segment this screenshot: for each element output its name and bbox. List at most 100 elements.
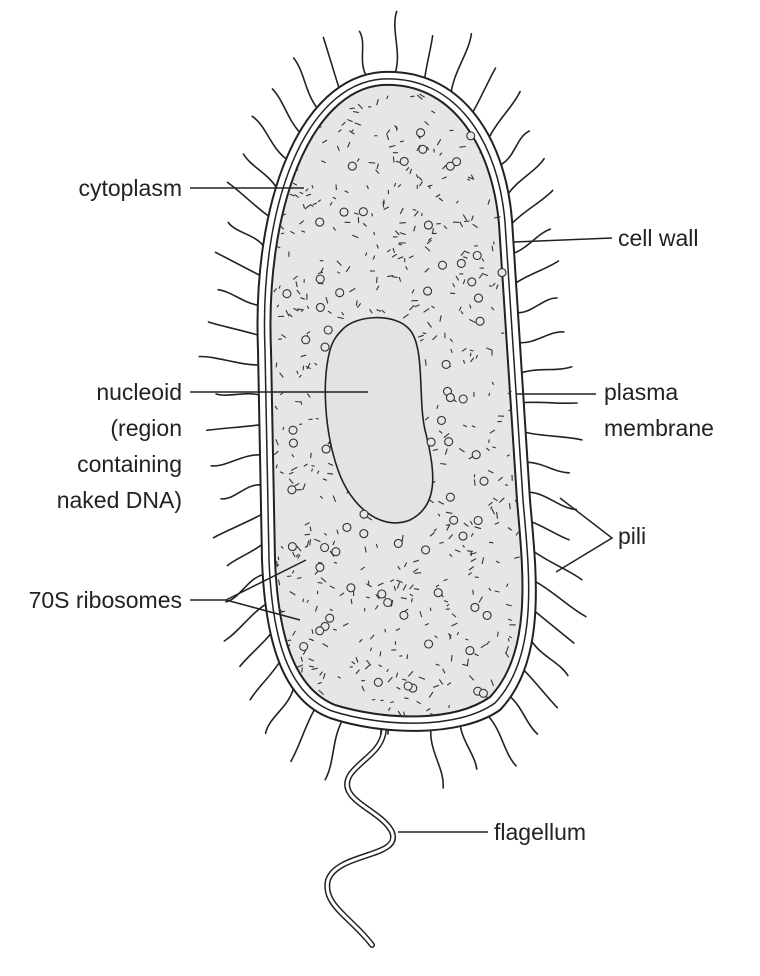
cytoplasm-dash <box>322 139 328 144</box>
cytoplasm-dash <box>364 546 367 553</box>
cytoplasm-dash <box>433 528 437 532</box>
cytoplasm-dash <box>428 185 431 190</box>
cytoplasm-dash <box>300 400 303 405</box>
cytoplasm-dash <box>431 228 434 234</box>
cytoplasm-dash <box>439 152 443 156</box>
ribosome <box>315 302 325 312</box>
cytoplasm-dash <box>449 338 454 343</box>
cytoplasm-dash <box>332 196 337 200</box>
cytoplasm-dash <box>431 110 436 114</box>
cytoplasm-dash <box>456 632 460 636</box>
cytoplasm-dash <box>300 354 307 358</box>
cytoplasm-dash <box>294 194 300 199</box>
pilus <box>429 729 444 789</box>
cytoplasm-dash <box>436 404 439 409</box>
cytoplasm-dash <box>274 405 278 410</box>
cytoplasm-dash <box>489 429 496 434</box>
cytoplasm-dash <box>441 176 447 180</box>
cytoplasm-dash <box>369 308 373 314</box>
cytoplasm-dash <box>366 583 372 588</box>
cytoplasm-dash <box>306 393 311 398</box>
cytoplasm-dash <box>474 245 478 247</box>
cytoplasm-dash <box>308 665 314 668</box>
cytoplasm-dash <box>392 247 396 253</box>
cytoplasm-dash <box>442 668 446 674</box>
cytoplasm-dash <box>361 679 366 682</box>
cytoplasm-dash <box>291 570 295 574</box>
cytoplasm-dash <box>444 448 448 455</box>
cytoplasm-dash <box>349 107 355 110</box>
cytoplasm-dash <box>442 164 447 170</box>
cytoplasm-dash <box>492 497 498 502</box>
cytoplasm-dash <box>279 392 284 396</box>
cytoplasm-dash <box>275 439 279 446</box>
label-nucleoid-line1: nucleoid <box>96 379 182 405</box>
cytoplasm-dash <box>351 234 359 239</box>
cytoplasm-dash <box>298 374 302 378</box>
cytoplasm-dash <box>486 347 493 351</box>
cytoplasm-dash <box>507 390 512 395</box>
pilus <box>533 551 583 581</box>
cytoplasm-dash <box>400 140 404 143</box>
cytoplasm-dash <box>368 161 376 164</box>
ribosome <box>471 450 481 460</box>
cytoplasm-dash <box>311 667 318 670</box>
cytoplasm-dash <box>445 511 453 514</box>
leader-lines <box>190 187 614 833</box>
cytoplasm-dash <box>320 267 324 273</box>
cytoplasm-dash <box>462 279 466 285</box>
cytoplasm-dash <box>409 168 413 175</box>
cytoplasm-dash <box>445 524 451 526</box>
cytoplasm-dash <box>501 332 505 334</box>
cytoplasm-dash <box>291 453 295 458</box>
ribosome <box>452 157 462 167</box>
cytoplasm-dash <box>418 181 423 187</box>
cytoplasm-dash <box>357 103 363 110</box>
ribosome <box>467 277 477 287</box>
cytoplasm-dash <box>399 232 406 236</box>
cytoplasm-dash <box>488 501 493 506</box>
cytoplasm-dash <box>391 275 398 279</box>
cytoplasm-dash <box>467 550 473 552</box>
cytoplasm-dash <box>300 308 304 313</box>
label-nucleoid: nucleoid (region containing naked DNA) <box>10 374 182 518</box>
cytoplasm-dash <box>337 316 344 320</box>
cytoplasm-dash <box>375 543 379 548</box>
cytoplasm-dash <box>395 628 401 631</box>
cytoplasm-dash <box>508 635 512 639</box>
ribosome <box>445 492 455 502</box>
cytoplasm-dash <box>325 296 329 304</box>
cytoplasm-dash <box>508 408 512 412</box>
cytoplasm-dash <box>311 468 314 472</box>
cytoplasm-dash <box>301 230 306 233</box>
cytoplasm-dash <box>505 484 509 486</box>
cytoplasm-dash <box>311 184 314 189</box>
cytoplasm-dash <box>470 357 475 363</box>
ribosome <box>421 545 431 555</box>
cytoplasm-dash <box>424 246 431 252</box>
cytoplasm-dash <box>446 524 451 531</box>
cytoplasm-dash <box>490 679 495 687</box>
cytoplasm-dash <box>416 94 423 100</box>
cytoplasm-dash <box>419 93 426 98</box>
cytoplasm-dash <box>448 534 454 540</box>
pilus <box>226 543 263 567</box>
cytoplasm-dash <box>280 545 284 549</box>
cytoplasm-dash <box>317 271 324 275</box>
cytoplasm-dash <box>381 309 386 314</box>
ribosome <box>301 335 311 345</box>
pilus <box>322 36 340 89</box>
ribosome <box>418 144 428 154</box>
cytoplasm-dash <box>409 593 414 597</box>
cytoplasm-dash <box>494 590 500 593</box>
cytoplasm-dash <box>319 495 323 499</box>
ribosome <box>331 547 341 557</box>
cytoplasm-dash <box>460 310 464 315</box>
cytoplasm-dash <box>369 647 373 652</box>
cytoplasm-dash <box>393 182 397 187</box>
cytoplasm-dash <box>472 223 479 229</box>
cytoplasm-dash <box>306 599 309 603</box>
cytoplasm-dash <box>439 315 442 322</box>
ribosome <box>359 529 369 539</box>
cytoplasm-dash <box>341 311 345 316</box>
